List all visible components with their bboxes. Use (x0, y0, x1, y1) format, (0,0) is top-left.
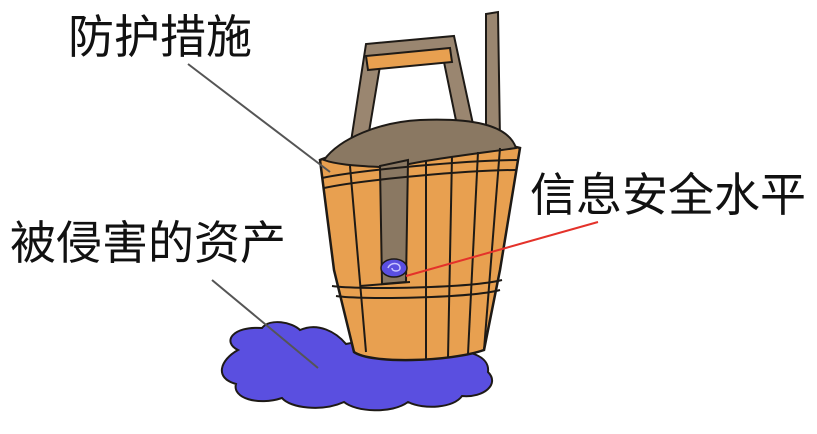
tall-stave (485, 10, 502, 146)
label-damaged-assets: 被侵害的资产 (10, 216, 286, 270)
water-swirl (387, 262, 401, 272)
bucket-hoops (321, 159, 519, 299)
pointer-protection (187, 63, 331, 173)
label-security-level: 信息安全水平 (530, 168, 806, 222)
pointer-level (405, 221, 599, 277)
label-protection-measures: 防护措施 (68, 10, 252, 64)
stave-lines (349, 147, 501, 360)
water-level (380, 258, 408, 278)
handle-crossbar (364, 46, 454, 72)
pointer-assets (211, 279, 319, 369)
